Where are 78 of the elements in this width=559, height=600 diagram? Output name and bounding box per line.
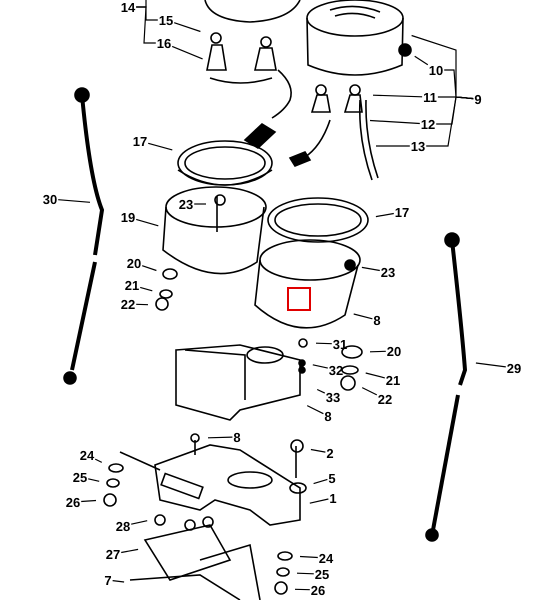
callout-number: 21: [386, 374, 400, 386]
leader-line: [148, 142, 172, 150]
callout-number: 25: [314, 568, 330, 580]
callout-number: 9: [474, 92, 482, 106]
leader-line: [131, 520, 148, 525]
callout-number: 8: [373, 314, 381, 326]
callout-number: 14: [120, 0, 136, 14]
callout-number: 8: [233, 430, 241, 444]
callout-number: 11: [423, 90, 437, 104]
leader-line: [370, 350, 386, 352]
leader-line: [376, 212, 394, 218]
leader-line: [366, 372, 385, 378]
callout-number: 7: [104, 574, 112, 586]
callout-number: 15: [158, 14, 174, 26]
leader-line: [376, 145, 410, 147]
leader-line: [313, 478, 328, 484]
callout-number: 17: [132, 134, 148, 148]
callout-number: 25: [72, 470, 88, 484]
callout-number: 10: [428, 64, 444, 76]
leader-line: [372, 94, 422, 98]
leader-line: [58, 199, 90, 203]
callout-number: 1: [329, 492, 337, 504]
leader-line: [94, 458, 102, 463]
callout-number: 33: [326, 390, 340, 404]
callout-number: 16: [156, 36, 172, 50]
leader-line: [296, 572, 314, 574]
callout-number: 24: [80, 448, 94, 462]
leader-line: [81, 500, 96, 502]
callout-number: 23: [380, 266, 396, 278]
callout-number: 28: [116, 520, 130, 532]
callout-number: 13: [410, 140, 426, 152]
leader-line: [140, 286, 152, 292]
callout-number: 30: [42, 192, 58, 206]
leader-line: [316, 342, 332, 344]
leader-line: [136, 218, 158, 226]
callout-number: 12: [420, 118, 436, 130]
callout-number: 22: [378, 392, 392, 406]
callout-number: 20: [386, 344, 402, 358]
leader-line: [316, 388, 326, 394]
callout-number: 17: [394, 206, 410, 218]
leader-line: [208, 436, 232, 438]
leader-line: [300, 556, 318, 558]
callout-number: 2: [326, 446, 334, 460]
leader-line: [112, 580, 124, 583]
leader-line: [354, 313, 373, 320]
leader-line: [194, 203, 206, 205]
leader-line: [426, 96, 474, 147]
leader-line: [121, 548, 138, 554]
leader-line: [370, 120, 420, 124]
callout-number: 26: [66, 496, 80, 508]
callout-number: 20: [126, 256, 142, 270]
leader-line: [172, 46, 203, 60]
leader-line: [312, 364, 328, 369]
leader-line: [174, 22, 201, 32]
callout-number: 22: [120, 298, 136, 310]
callout-number: 23: [178, 198, 194, 210]
callout-number: 31: [332, 338, 348, 350]
callout-number: 27: [106, 548, 120, 560]
leader-line: [310, 498, 329, 504]
leader-line: [142, 265, 157, 272]
leader-line: [136, 6, 156, 44]
callout-number: 32: [328, 364, 344, 376]
leader-line: [294, 588, 310, 590]
leader-line: [362, 266, 380, 272]
callout-number: 26: [310, 584, 326, 596]
callout-number: 8: [324, 410, 332, 422]
callout-number: 21: [124, 278, 140, 292]
leader-line: [476, 362, 506, 368]
callout-number: 5: [328, 472, 336, 484]
leader-line: [414, 56, 428, 66]
leader-line: [362, 387, 378, 396]
leader-line: [88, 478, 100, 482]
leader-line: [306, 405, 324, 414]
callout-number: 24: [318, 552, 334, 564]
leader-line: [310, 448, 326, 453]
callout-number: 19: [120, 210, 136, 224]
callout-number: 29: [506, 362, 522, 374]
leader-line: [136, 304, 148, 306]
